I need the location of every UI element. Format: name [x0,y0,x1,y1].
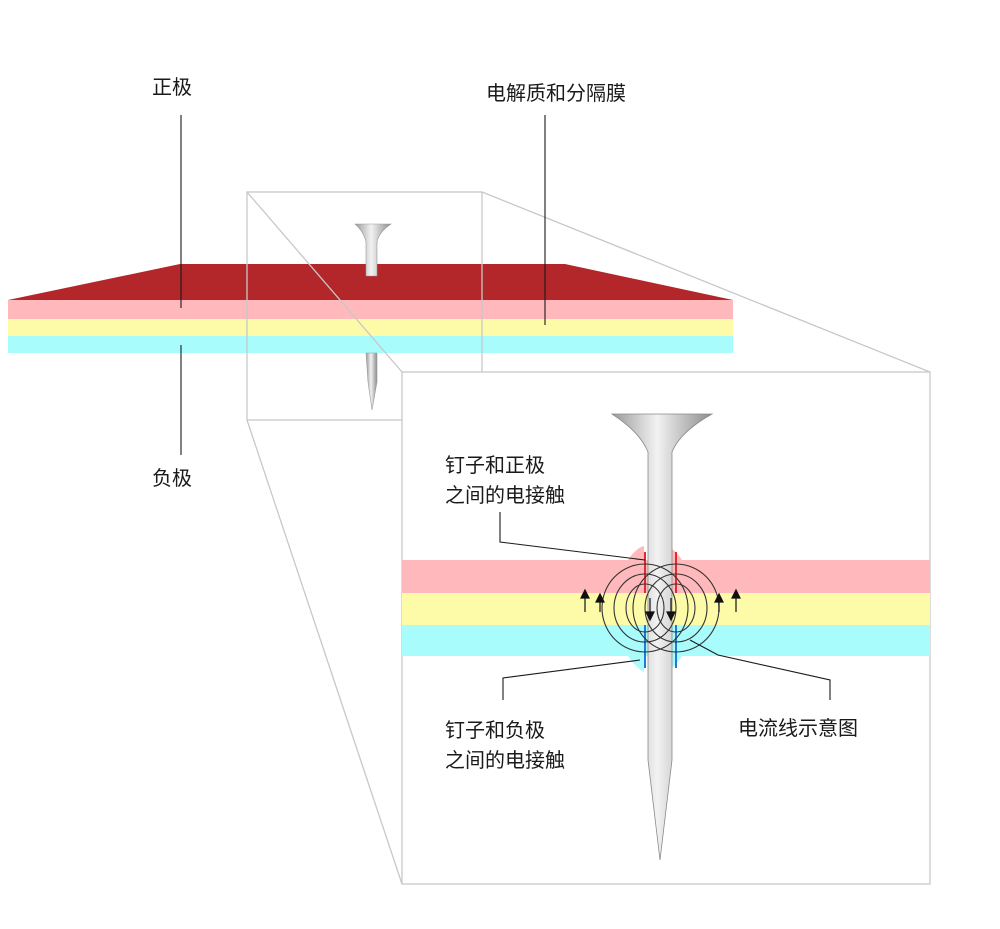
current-arrows [580,588,741,622]
anode-label: 负极 [152,466,192,490]
anode-layer [8,336,733,353]
nail-anode-contact-label: 钉子和负极 之间的电接触 [445,715,565,775]
battery-stack [8,264,733,353]
current-loops [601,563,720,653]
leader-lines [180,115,831,700]
electrolyte-layer [8,319,733,336]
cathode-label: 正极 [152,75,192,99]
nail-anode-contact-line2: 之间的电接触 [445,748,565,772]
cathode-layer [8,300,733,319]
nail-anode-contact-line1: 钉子和负极 [445,718,545,742]
cathode-top-surface [8,264,733,300]
nail-cathode-contact-line1: 钉子和正极 [445,453,545,477]
nail-cathode-contact-line2: 之间的电接触 [445,483,565,507]
nail-cathode-contact-label: 钉子和正极 之间的电接触 [445,450,565,510]
current-lines-label: 电流线示意图 [738,716,858,740]
small-nail [354,223,392,411]
electrolyte-separator-label: 电解质和分隔膜 [486,81,626,105]
